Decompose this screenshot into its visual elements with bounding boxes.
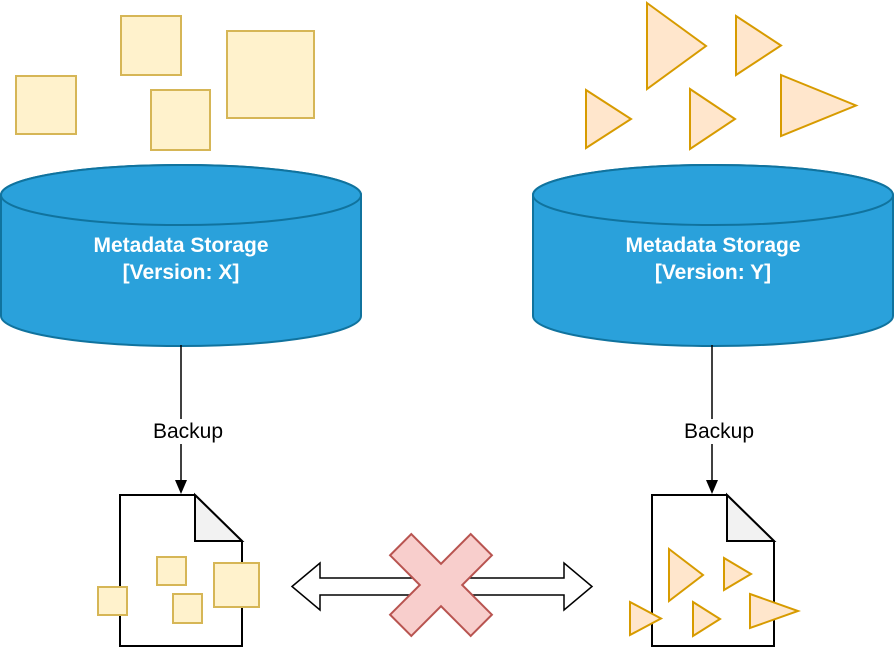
metadata-triangle-icon [749, 592, 801, 630]
metadata-square-icon [226, 30, 315, 119]
metadata-square-icon [120, 15, 182, 76]
backup-arrow-down-icon [706, 345, 718, 494]
incompatible-x-icon [388, 532, 494, 638]
metadata-storage-x-version: [Version: X] [122, 261, 240, 284]
metadata-storage-y-cylinder-icon [532, 164, 894, 347]
metadata-storage-y-label: Metadata Storage [Version: Y] [532, 232, 894, 286]
backup-label: Backup [146, 419, 230, 444]
metadata-square-icon [150, 89, 211, 151]
metadata-square-icon [156, 556, 187, 586]
metadata-storage-x-label: Metadata Storage [Version: X] [0, 232, 362, 286]
metadata-square-icon [97, 586, 128, 616]
metadata-storage-y-version: [Version: Y] [654, 261, 772, 284]
metadata-storage-y-title: Metadata Storage [625, 234, 801, 257]
metadata-triangle-icon [735, 14, 783, 77]
metadata-triangle-icon [585, 88, 633, 150]
metadata-storage-x-cylinder-icon [0, 164, 362, 347]
metadata-triangle-icon [668, 546, 705, 604]
metadata-triangle-icon [723, 556, 753, 592]
metadata-storage-x-title: Metadata Storage [93, 234, 269, 257]
metadata-triangle-icon [780, 73, 859, 138]
metadata-triangle-icon [629, 600, 664, 637]
metadata-square-icon [15, 75, 77, 135]
metadata-triangle-icon [646, 1, 708, 91]
metadata-square-icon [213, 562, 260, 608]
metadata-triangle-icon [689, 87, 737, 151]
metadata-triangle-icon [692, 600, 722, 638]
metadata-square-icon [172, 593, 203, 624]
backup-label: Backup [677, 419, 761, 444]
backup-arrow-down-icon [175, 345, 187, 494]
